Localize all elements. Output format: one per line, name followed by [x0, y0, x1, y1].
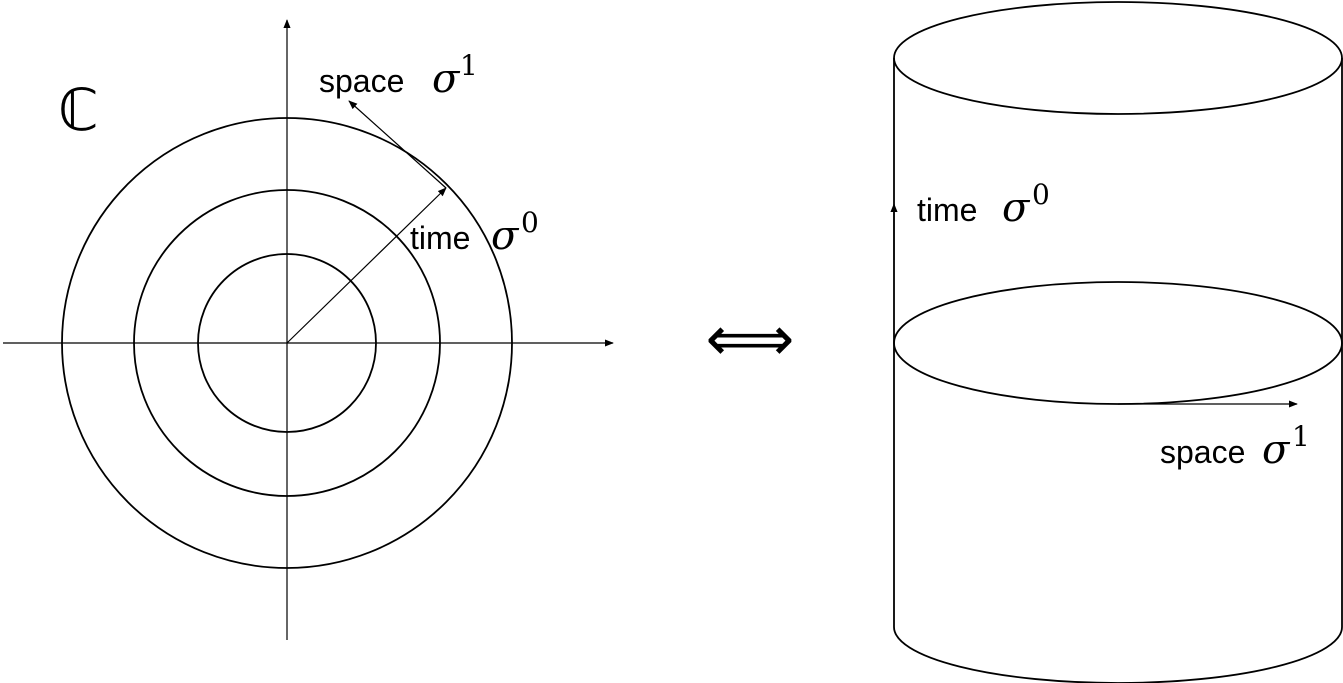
- left-time-index: 0: [521, 206, 539, 239]
- left-space-index: 1: [460, 49, 478, 82]
- cylinder-top-ellipse: [893, 1, 1343, 115]
- left-time-text: time: [410, 220, 470, 256]
- cylinder: [893, 1, 1343, 683]
- space-direction-arrow: [348, 100, 447, 189]
- left-time-label: time σ 0: [410, 206, 539, 259]
- left-space-sigma: σ: [432, 56, 461, 102]
- time-direction-arrow: [286, 187, 447, 344]
- right-time-text: time: [917, 192, 977, 228]
- left-space-label: space σ 1: [319, 49, 478, 102]
- left-space-text: space: [319, 63, 404, 99]
- circle-middle: [133, 189, 441, 497]
- right-time-index: 0: [1032, 178, 1050, 211]
- right-space-label: space σ 1: [1160, 420, 1310, 473]
- circle-outer: [61, 117, 513, 569]
- circle-inner: [197, 253, 377, 433]
- cylinder-bottom-edge: [893, 626, 1343, 683]
- right-space-index: 1: [1292, 420, 1310, 453]
- cylinder-middle-ellipse: [893, 281, 1343, 405]
- equivalence-arrow: ⟺: [706, 302, 795, 375]
- right-time-sigma: σ: [1002, 185, 1031, 231]
- right-time-label: time σ 0: [917, 178, 1050, 231]
- right-space-text: space: [1160, 434, 1245, 470]
- right-space-sigma: σ: [1262, 427, 1291, 473]
- left-time-sigma: σ: [491, 213, 520, 259]
- complex-plane: [3, 19, 614, 640]
- complex-plane-symbol: ℂ: [58, 76, 99, 144]
